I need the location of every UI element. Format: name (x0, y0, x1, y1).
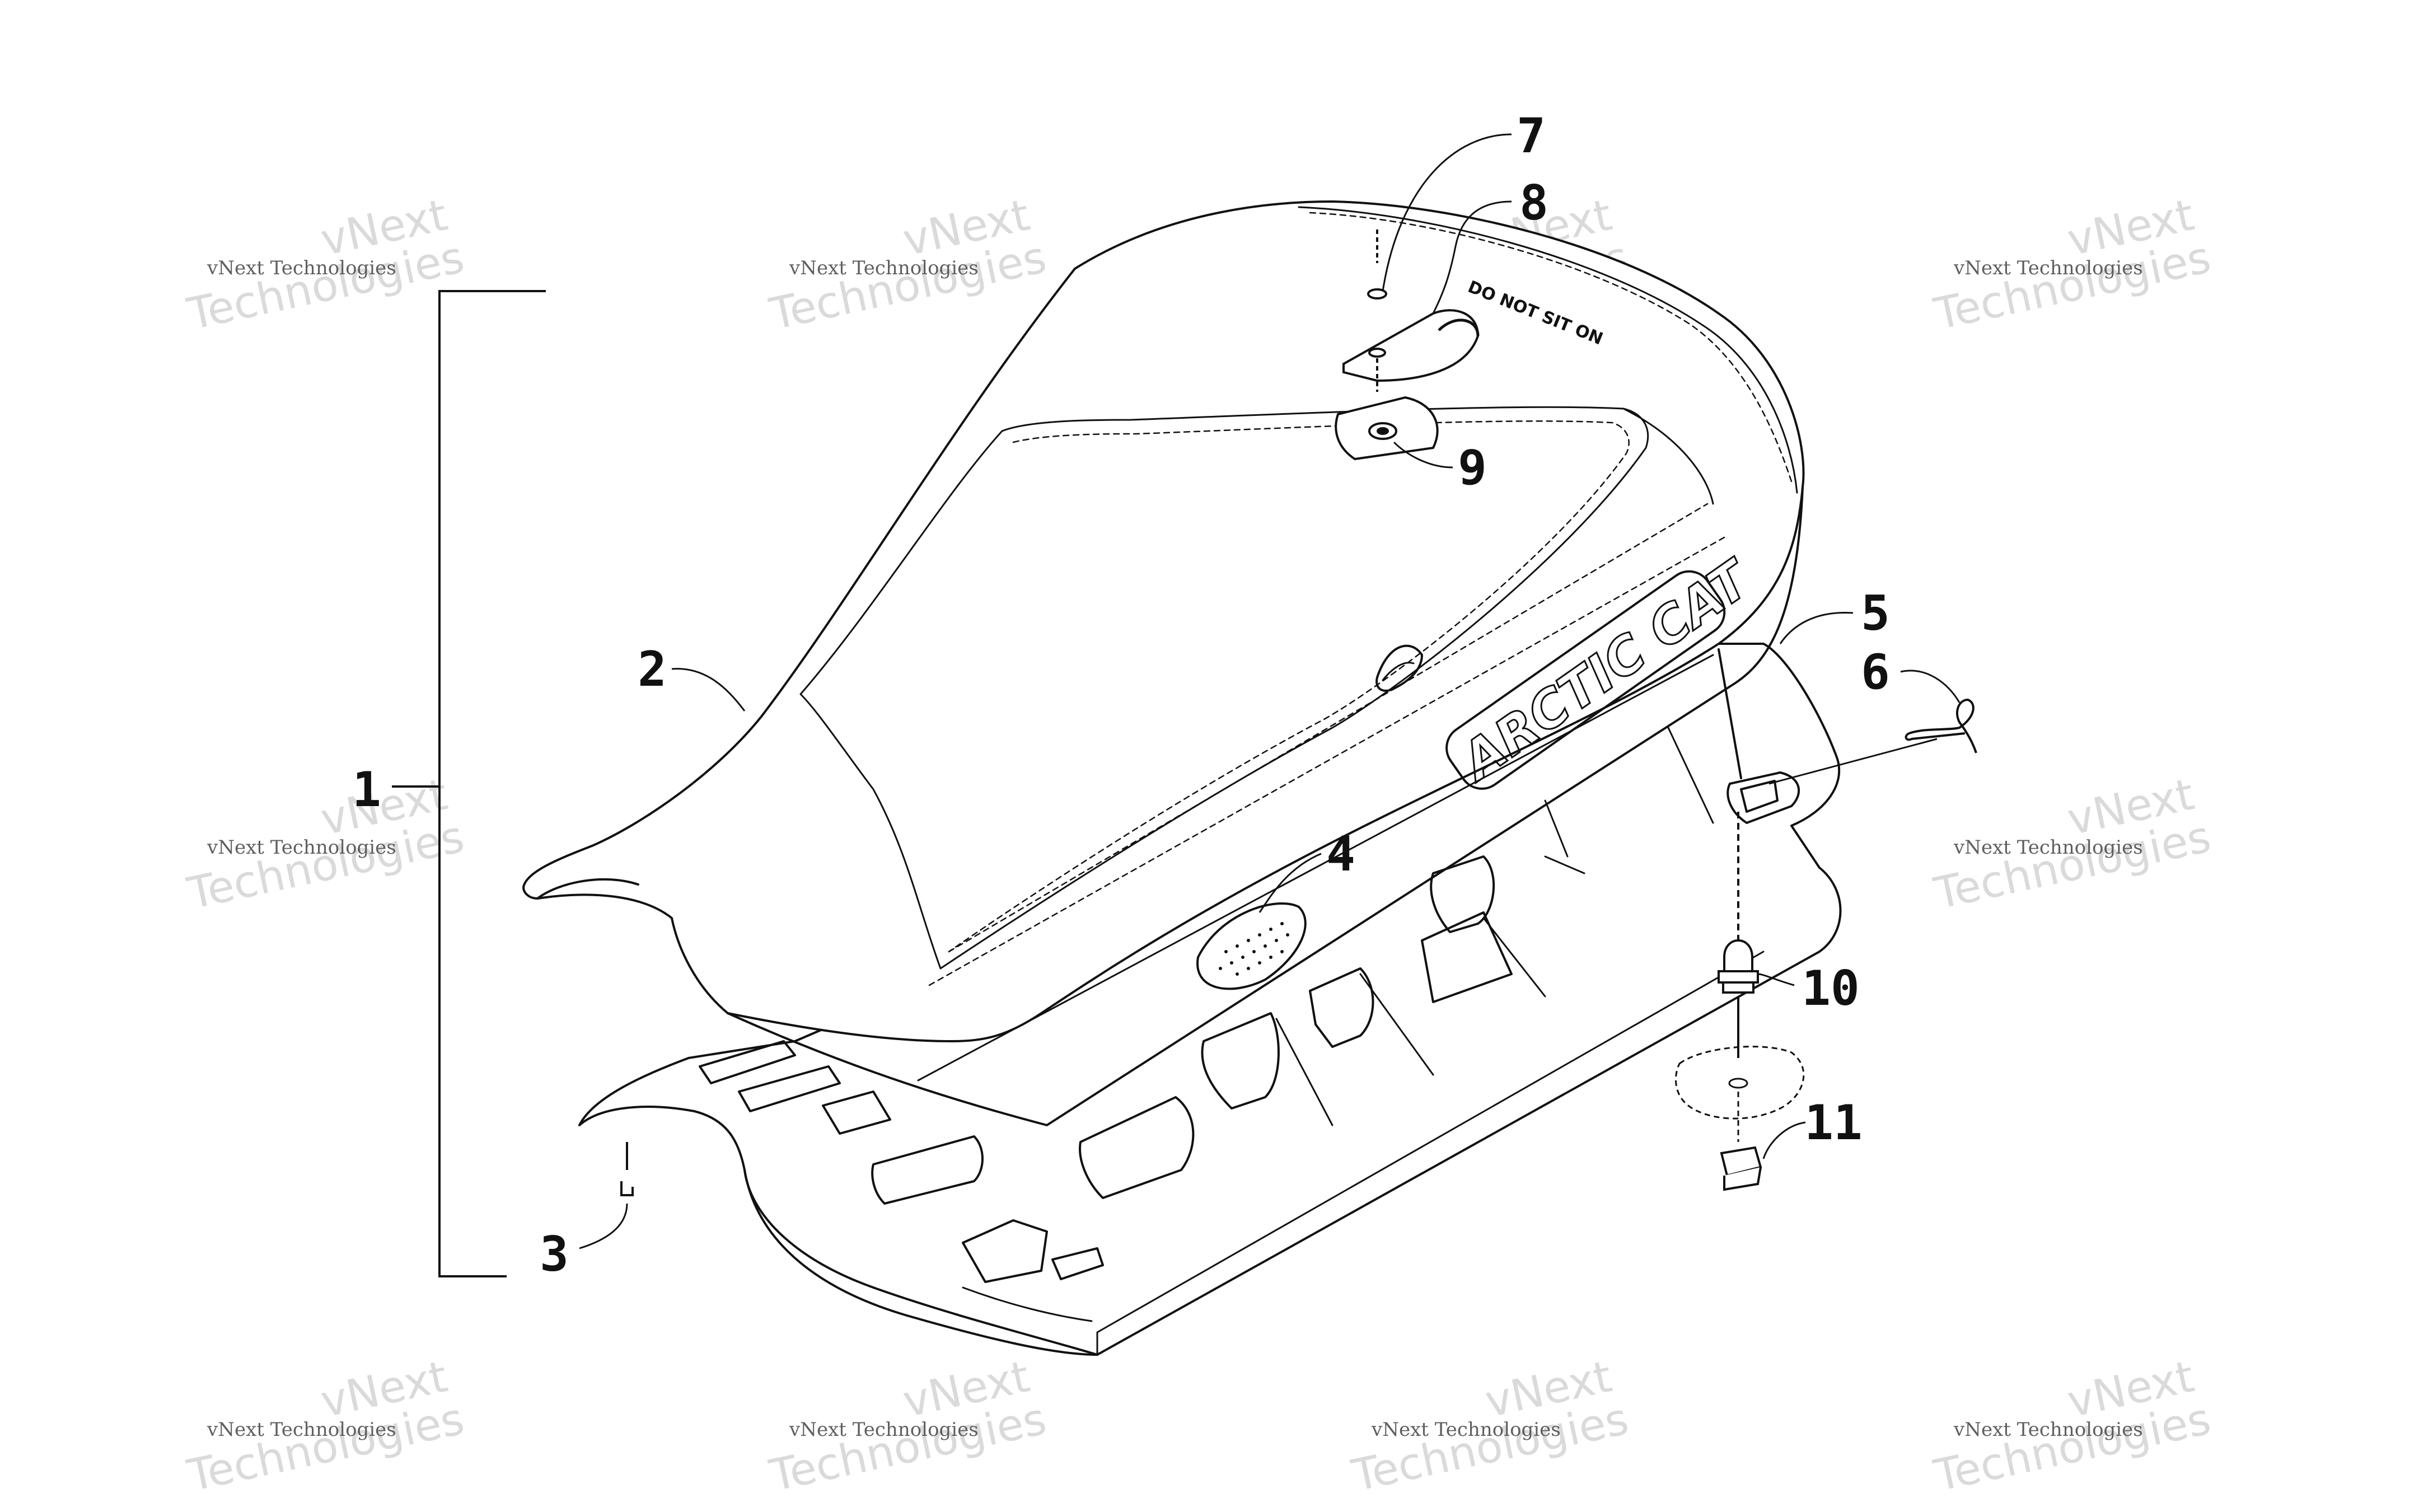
leader-10 (1757, 973, 1795, 986)
watermark-r2c1: vNext Technologies (183, 769, 469, 920)
seat-top-seam (1298, 206, 1798, 494)
side-rib (1359, 973, 1434, 1076)
seat-cover-outline (522, 200, 1805, 1042)
callout-10: 10 (1802, 961, 1860, 1017)
side-rib (1275, 1018, 1334, 1126)
callout-5: 5 (1861, 586, 1890, 642)
base-cutout (871, 1135, 984, 1205)
hairpin-line (1768, 738, 1938, 785)
callout-8: 8 (1519, 175, 1548, 231)
leader-8 (1432, 200, 1512, 314)
mounting-plate (1674, 1046, 1805, 1142)
watermark-r3c3: vNext Technologies (1347, 1351, 1633, 1502)
base-cutout (699, 1040, 796, 1084)
clip-3 (620, 1142, 634, 1196)
watermark-r3c1: vNext Technologies (183, 1351, 469, 1502)
seat-strap (1375, 644, 1423, 692)
watermark-r1c4: vNext Technologies (1929, 190, 2215, 340)
watermark-r1c2: vNext Technologies (765, 190, 1051, 340)
seat-base-edge-line (1096, 951, 1765, 1356)
seat-base-lip (743, 1169, 1098, 1356)
seat-stitch-line (928, 536, 1725, 986)
leader-4 (1258, 853, 1322, 913)
svg-text:vNext Technologies: vNext Technologies (207, 836, 396, 859)
pad-9 (1335, 396, 1439, 461)
callout-2: 2 (638, 642, 667, 698)
svg-text:vNext Technologies: vNext Technologies (789, 1419, 979, 1441)
callout-3: 3 (540, 1227, 569, 1282)
callout-1: 1 (352, 762, 381, 818)
svg-text:vNext Technologies: vNext Technologies (1953, 836, 2143, 859)
nut-11 (1720, 1146, 1762, 1191)
svg-text:vNext Technologies: vNext Technologies (1953, 257, 2143, 279)
seat-side-seam (1622, 408, 1714, 505)
side-cutout (1421, 911, 1513, 1003)
side-rib (1667, 727, 1714, 824)
base-cutout (738, 1065, 841, 1112)
seat-base-lip-inner (962, 1286, 1093, 1322)
leader-5 (1779, 611, 1854, 644)
seat-cap-logo (1438, 319, 1480, 336)
hairpin-clip-6 (1905, 698, 1977, 753)
seat-front-curl (536, 878, 639, 900)
callout-6: 6 (1861, 644, 1890, 700)
callout-4: 4 (1326, 826, 1355, 882)
svg-text:vNext Technologies: vNext Technologies (207, 257, 396, 279)
seat-strap-inner (1382, 662, 1415, 681)
svg-text:vNext Technologies: vNext Technologies (207, 1419, 396, 1441)
side-cutout (1430, 855, 1495, 933)
screw-7 (1367, 230, 1387, 392)
seat-cover-skirt (727, 486, 1804, 1126)
watermark-r3c4: vNext Technologies (1929, 1351, 2215, 1502)
rear-latch-side (1718, 648, 1742, 779)
callout-labels: 1 2 3 4 5 6 7 8 9 10 11 (352, 108, 1890, 1282)
side-rib (1482, 917, 1546, 998)
leader-lines (392, 133, 1961, 1277)
side-rib (1544, 799, 1569, 858)
base-cutout (1051, 1247, 1104, 1280)
rear-latch-inner (1740, 780, 1779, 813)
svg-text:vNext Technologies: vNext Technologies (1953, 1419, 2143, 1441)
base-cutout (822, 1090, 891, 1135)
leader-11 (1762, 1121, 1806, 1159)
leader-3 (579, 1203, 628, 1249)
watermark-r2c4: vNext Technologies (1929, 769, 2215, 920)
leader-2 (671, 668, 746, 711)
leader-6 (1900, 670, 1961, 703)
side-rib (1544, 855, 1585, 874)
watermark-r3c2: vNext Technologies (765, 1351, 1051, 1502)
side-cutout (1201, 1012, 1280, 1110)
side-cutout (1309, 967, 1374, 1048)
seat-stitch-line (948, 420, 1630, 953)
seat-stitch-line (948, 503, 1709, 953)
svg-text:vNext Technologies: vNext Technologies (1371, 1419, 1561, 1441)
foam-pad-4 (1196, 902, 1307, 990)
watermark-r1c1: vNext Technologies (183, 190, 469, 340)
seat-assembly (522, 200, 1842, 1356)
bracket-1 (438, 290, 546, 1277)
leader-7 (1382, 133, 1512, 292)
base-cutout (962, 1219, 1048, 1283)
leader-9 (1393, 441, 1453, 469)
callout-9: 9 (1458, 440, 1487, 496)
callout-7: 7 (1517, 108, 1546, 164)
svg-text:vNext Technologies: vNext Technologies (789, 257, 979, 279)
side-cutout (1079, 1096, 1195, 1199)
callout-11: 11 (1804, 1095, 1863, 1151)
